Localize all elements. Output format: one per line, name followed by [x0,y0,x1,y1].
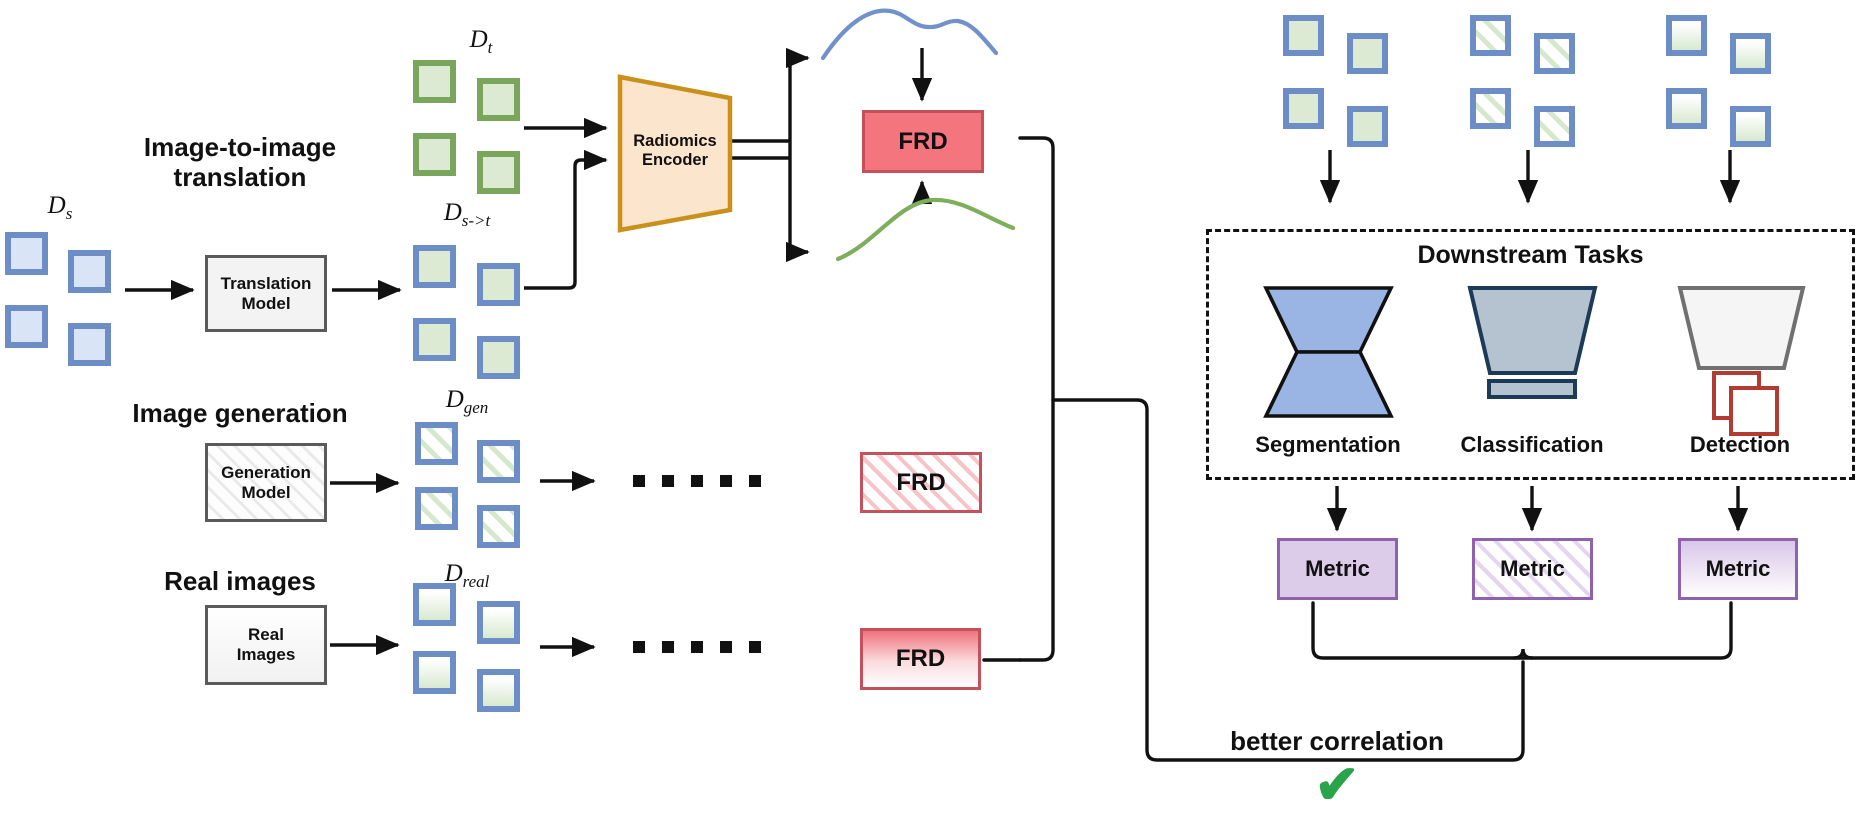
image-thumbnail [68,250,111,293]
radiomics-encoder-label: Radiomics Encoder [633,132,717,169]
frd-box-translation: FRD [862,110,984,173]
image-thumbnail [1666,15,1707,56]
image-thumbnail [1666,88,1707,129]
image-thumbnail [477,78,520,121]
task-label-detection: Detection [1689,432,1791,457]
dataset-label-dgen: Dgen [445,386,489,417]
section-title-i2i: Image-to-image translation [143,132,337,192]
image-thumbnail [477,669,520,712]
translation-model-box: Translation Model [205,255,327,332]
downstream-tasks-box [1206,229,1855,480]
image-thumbnail [415,422,458,465]
checkmark-icon: ✔ [1314,755,1360,815]
dataset-label-dreal: Dreal [444,560,490,591]
section-title-generation: Image generation [132,398,348,428]
image-thumbnail [413,60,456,103]
image-thumbnail [413,318,456,361]
image-thumbnail [413,245,456,288]
section-title-real: Real images [164,566,316,596]
image-thumbnail [413,133,456,176]
image-thumbnail [477,263,520,306]
metric-box-classification: Metric [1472,538,1593,600]
generation-model-box: Generation Model [205,443,327,522]
image-thumbnail [1470,15,1511,56]
metric-merge-bracket [1311,601,1733,660]
image-thumbnail [477,151,520,194]
task-label-segmentation: Segmentation [1255,432,1401,457]
distribution-curve-bottom [835,197,1016,262]
image-thumbnail [1347,33,1388,74]
metric-box-detection: Metric [1678,538,1798,600]
image-thumbnail [477,505,520,548]
dataset-label-ds: Ds [47,192,73,223]
image-thumbnail [1730,106,1771,147]
merge-nub [1512,648,1534,660]
frd-box-real: FRD [860,628,981,690]
image-thumbnail [477,601,520,644]
image-thumbnail [5,232,48,275]
image-thumbnail [1283,15,1324,56]
downstream-tasks-title: Downstream Tasks [1417,241,1644,269]
image-thumbnail [413,583,456,626]
image-thumbnail [1534,106,1575,147]
metric-box-segmentation: Metric [1277,538,1398,600]
image-thumbnail [1534,33,1575,74]
distribution-curve-top [820,8,999,61]
image-thumbnail [477,440,520,483]
image-thumbnail [413,651,456,694]
image-thumbnail [477,336,520,379]
image-thumbnail [1730,33,1771,74]
image-thumbnail [1347,106,1388,147]
image-thumbnail [415,487,458,530]
ellipsis-dots [633,475,761,653]
real-images-box: Real Images [205,605,327,685]
image-thumbnail [1283,88,1324,129]
dataset-label-dst: Ds->t [443,199,491,230]
image-thumbnail [5,305,48,348]
task-label-classification: Classification [1460,432,1604,457]
dataset-label-dt: Dt [469,26,493,57]
image-thumbnail [68,323,111,366]
better-correlation-label: better correlation [1230,726,1444,756]
image-thumbnail [1470,88,1511,129]
frd-box-generation: FRD [860,452,982,513]
